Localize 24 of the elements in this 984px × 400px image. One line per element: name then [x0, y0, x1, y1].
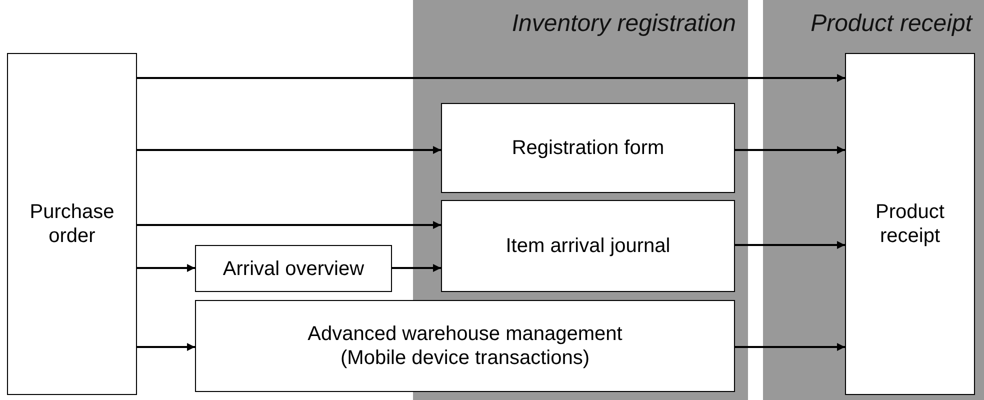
process-box	[7, 53, 137, 395]
swimlane-band	[763, 0, 984, 400]
arrow	[735, 343, 845, 351]
arrow	[137, 146, 441, 154]
arrow	[735, 241, 845, 249]
lane-heading: Inventory registration	[512, 10, 736, 38]
arrow	[137, 343, 195, 351]
process-box	[441, 103, 735, 193]
box-label: Registration form	[512, 136, 664, 160]
arrow	[137, 264, 195, 272]
arrow	[392, 264, 441, 272]
box-label: Purchase order	[28, 200, 116, 248]
box-label: Item arrival journal	[506, 234, 670, 258]
process-box	[195, 245, 392, 292]
arrow	[735, 146, 845, 154]
box-label: Product receipt	[874, 200, 946, 248]
box-label: Advanced warehouse management (Mobile device transactions)	[306, 322, 624, 370]
process-box	[195, 300, 735, 392]
process-box	[845, 53, 975, 395]
box-label: Arrival overview	[222, 256, 364, 280]
lane-heading: Product receipt	[810, 10, 972, 38]
process-box	[441, 200, 735, 292]
arrow	[137, 74, 845, 82]
arrow	[137, 221, 441, 229]
